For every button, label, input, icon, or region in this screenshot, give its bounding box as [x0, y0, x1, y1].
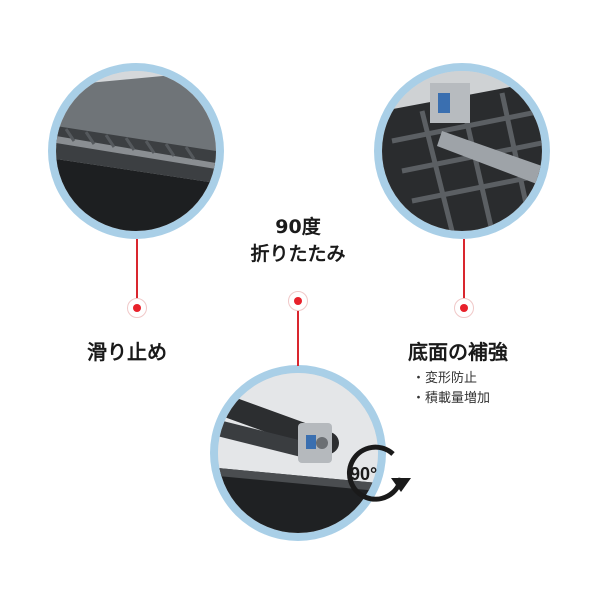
anti-slip-connector-line [136, 239, 138, 299]
reinforce-photo-frame [374, 63, 550, 239]
fold-label-line1: 90度 [275, 216, 321, 238]
reinforce-connector-line [463, 239, 465, 299]
fold-marker-dot [288, 291, 308, 311]
fold-photo [218, 373, 378, 533]
rotate-90-icon: 90° [341, 442, 419, 502]
reinforce-point-capacity: ・積載量増加 [412, 391, 491, 406]
anti-slip-photo [56, 71, 216, 231]
reinforce-label: 底面の補強 [408, 340, 508, 364]
fold-label: 90度 折りたたみ [228, 214, 368, 268]
reinforce-photo [382, 71, 542, 231]
anti-slip-marker-dot [127, 298, 147, 318]
anti-slip-label: 滑り止め [87, 340, 167, 364]
anti-slip-photo-frame [48, 63, 224, 239]
rotate-90-text: 90° [350, 464, 377, 484]
fold-connector-line [297, 310, 299, 366]
reinforce-marker-dot [454, 298, 474, 318]
fold-label-line2: 折りたたみ [250, 243, 346, 265]
reinforce-point-deformation: ・変形防止 [412, 371, 478, 386]
